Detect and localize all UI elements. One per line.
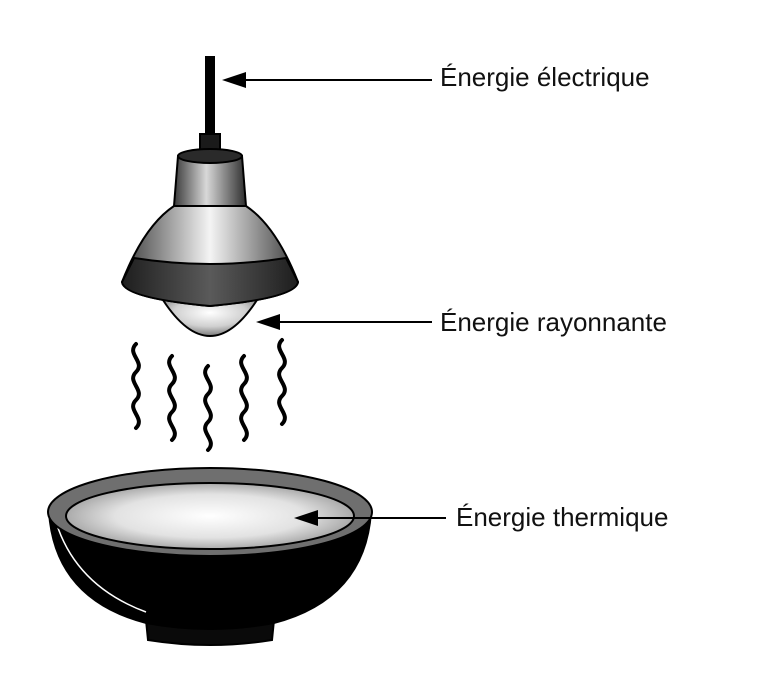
pointer-rayonnante xyxy=(256,314,432,330)
heat-wave xyxy=(203,364,213,452)
heat-wave xyxy=(167,354,177,442)
bowl-liquid xyxy=(65,482,355,550)
arrowhead xyxy=(294,510,318,526)
lamp-shade-band xyxy=(120,256,300,308)
power-cord xyxy=(205,56,215,136)
label-thermal-energy: Énergie thermique xyxy=(456,502,669,532)
bowl xyxy=(47,467,373,646)
pointer-thermique xyxy=(294,510,446,526)
heat-wave xyxy=(239,354,249,442)
pointer-electrique xyxy=(222,72,432,88)
heat-waves xyxy=(131,338,287,452)
arrowhead xyxy=(256,314,280,330)
bowl-highlight xyxy=(55,521,147,613)
light-bulb xyxy=(161,299,259,337)
heat-wave xyxy=(277,338,287,426)
label-radiant-energy: Énergie rayonnante xyxy=(440,307,667,337)
lamp-socket-top xyxy=(177,148,243,164)
lamp xyxy=(120,56,300,337)
arrowhead xyxy=(222,72,246,88)
label-electrical-energy: Énergie électrique xyxy=(440,62,650,92)
pointers xyxy=(222,72,446,526)
heat-wave xyxy=(131,342,141,430)
